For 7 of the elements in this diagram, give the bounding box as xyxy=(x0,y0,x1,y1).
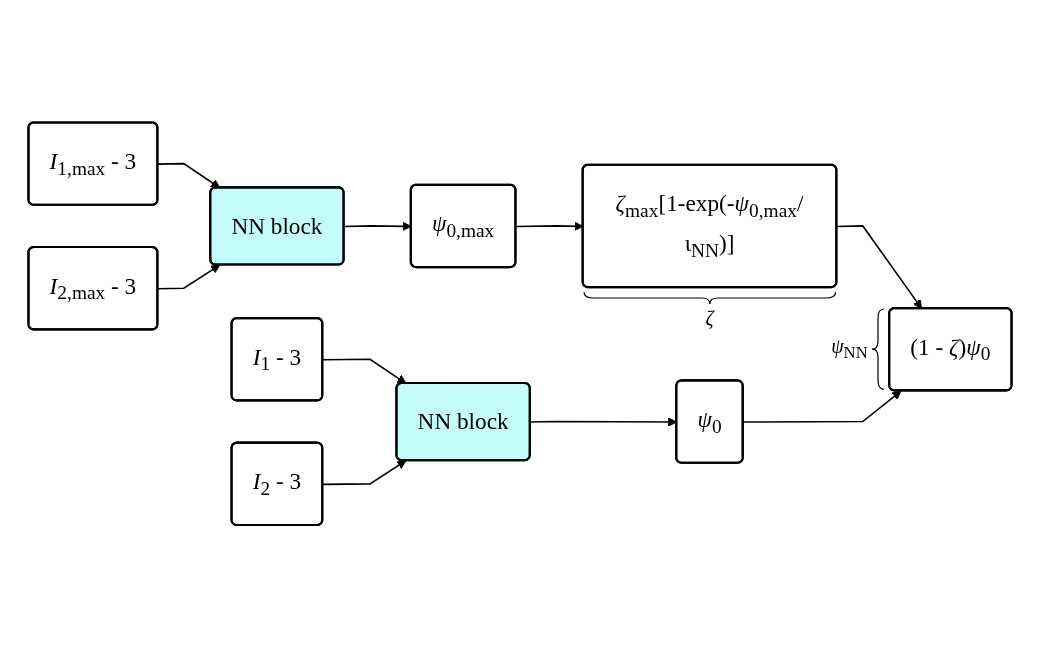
arrow xyxy=(157,162,221,189)
annotation-text: ζ xyxy=(705,306,714,330)
arrow xyxy=(742,390,902,423)
arrow xyxy=(322,358,407,384)
annotation-text: ψ$_{NN}$ xyxy=(831,335,868,363)
arrow xyxy=(157,264,221,290)
arrow xyxy=(322,460,407,485)
